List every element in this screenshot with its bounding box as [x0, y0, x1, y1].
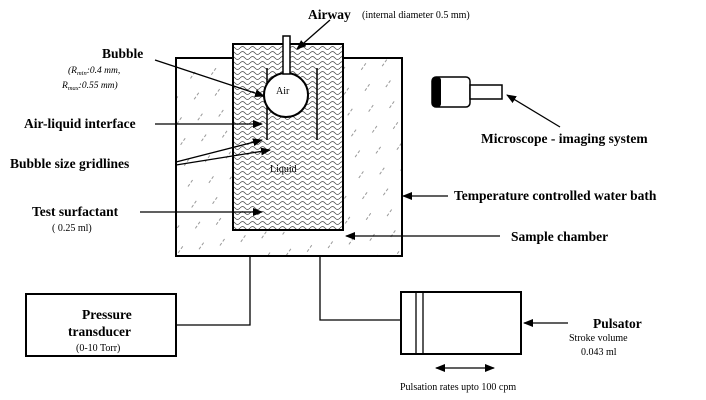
connection-lines — [177, 257, 401, 326]
stroke-volume-label-2: 0.043 ml — [581, 347, 617, 358]
airway-label: Airway — [308, 7, 351, 22]
pressure-transducer-label-2: transducer — [68, 324, 131, 339]
gridlines-label: Bubble size gridlines — [10, 156, 129, 171]
airway-tube — [282, 35, 291, 75]
bubble-rmax-label: Rmax:0.55 mm) — [61, 80, 118, 92]
pressure-transducer — [25, 293, 177, 357]
pulsation-rates-label: Pulsation rates upto 100 cpm — [400, 382, 516, 393]
microscope-icon — [431, 76, 503, 108]
pulsator-label: Pulsator — [593, 316, 642, 331]
pressure-range-label: (0-10 Torr) — [76, 343, 120, 354]
liquid-label: Liquid — [270, 164, 297, 175]
bubble-rmin-label: (Rmin:0.4 mm, — [68, 65, 120, 77]
airway-note: (internal diameter 0.5 mm) — [362, 10, 470, 21]
pressure-transducer-label-1: Pressure — [82, 307, 132, 322]
water-bath-label: Temperature controlled water bath — [454, 188, 657, 203]
bubble: Air — [263, 72, 309, 118]
sample-chamber-label: Sample chamber — [511, 229, 608, 244]
air-label: Air — [276, 86, 290, 97]
bubble-label: Bubble — [102, 46, 143, 61]
pulsator — [400, 291, 522, 355]
air-liquid-interface-label: Air-liquid interface — [24, 116, 136, 131]
annotation-arrows — [140, 19, 568, 372]
microscope-label: Microscope - imaging system — [481, 131, 648, 146]
stroke-volume-label-1: Stroke volume — [569, 333, 628, 344]
test-surfactant-volume: ( 0.25 ml) — [52, 223, 92, 234]
test-surfactant-label: Test surfactant — [32, 204, 119, 219]
